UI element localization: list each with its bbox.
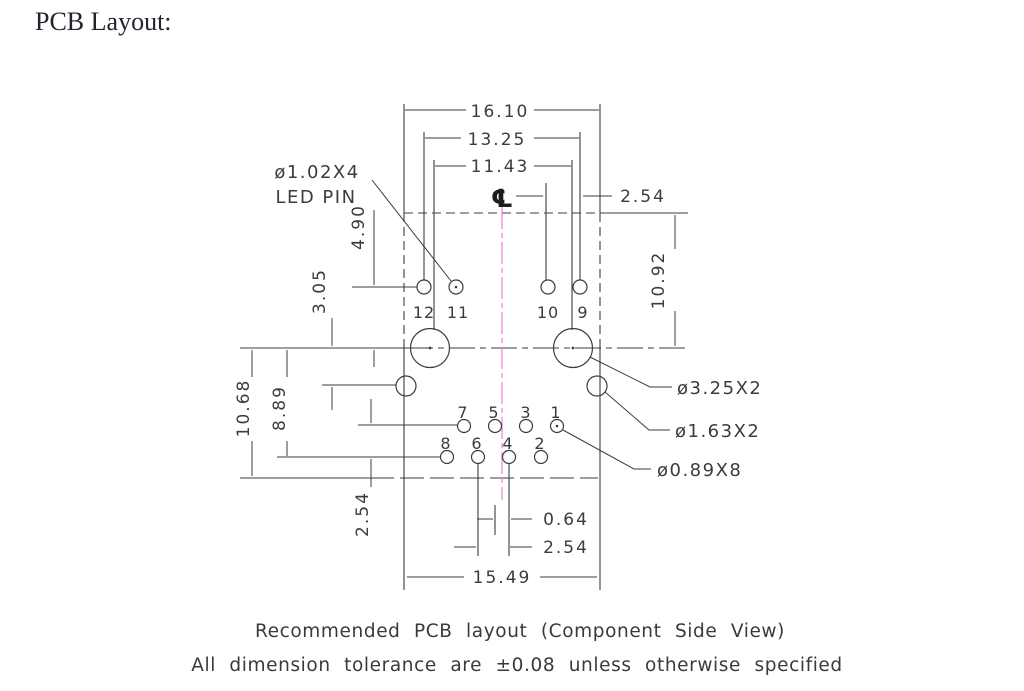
led-pin-leader [371,179,452,282]
pin-label-3: 3 [520,403,531,422]
dim-2-54-rows: 2.54 [353,491,373,537]
dim-11-43: 11.43 [471,157,530,177]
pin-label-2: 2 [534,434,545,453]
pin-5 [487,418,503,434]
dim-8-89: 8.89 [270,385,290,431]
dim-2-54-top: 2.54 [620,187,666,207]
pin-numbers: 12 11 10 9 7 5 3 1 8 6 4 2 [413,303,588,453]
pin-label-8: 8 [440,434,451,453]
pin-3 [518,418,534,434]
pin-9 [572,279,588,295]
signal-pin-leader [562,429,651,470]
dim-10-68: 10.68 [234,379,254,438]
pin-label-6: 6 [471,434,482,453]
pin-label-12: 12 [413,303,435,322]
led-dia-label: ø1.02X4 [274,162,359,183]
leader-lines [371,179,672,470]
page-title: PCB Layout: [35,7,172,36]
pin-11 [448,279,464,295]
pin-label-7: 7 [457,403,468,422]
small-hole-label: ø1.63X2 [675,421,760,442]
dim-4-90: 4.90 [349,204,369,250]
post-hole-left [395,375,417,397]
hole-center-dot [428,346,432,350]
dim-16-10: 16.10 [471,102,530,122]
mounting-hole-right [552,327,594,369]
pin-label-1: 1 [550,403,561,422]
dimension-texts: 16.10 13.25 11.43 2.54 0.64 2.54 15.49 4… [234,102,669,588]
dim-0-64: 0.64 [543,510,589,530]
mounting-hole-left [409,327,451,369]
extension-lines [240,104,688,590]
caption-line2: All dimension tolerance are ±0.08 unless… [191,655,843,676]
hole-center-dot [571,346,575,350]
pin-2 [533,449,549,465]
caption: Recommended PCB layout (Component Side V… [191,621,843,676]
callout-labels: ø1.02X4 LED PIN ℄ ø3.25X2 ø1.63X2 ø0.89X… [274,162,762,481]
caption-line1: Recommended PCB layout (Component Side V… [255,621,785,642]
pin-label-10: 10 [537,303,559,322]
pin-10 [540,279,556,295]
pin-1 [549,418,565,434]
pin-8 [439,449,455,465]
pin-label-9: 9 [577,303,588,322]
pin-12 [416,279,432,295]
pin-11-center [454,285,458,289]
holes-and-pins [395,279,608,465]
dim-10-92: 10.92 [649,251,669,310]
big-hole-label: ø3.25X2 [677,378,762,399]
dim-2-54-bottom: 2.54 [543,538,589,558]
pin-1-center [555,424,559,428]
centerline-symbol: ℄ [491,184,513,213]
led-pin-label: LED PIN [275,187,356,208]
pin-6 [470,449,486,465]
dimension-lines [251,109,676,578]
post-hole-right [586,375,608,397]
pin-4 [501,449,517,465]
pin-label-5: 5 [488,403,499,422]
dim-13-25: 13.25 [468,130,527,150]
pin-label-11: 11 [447,303,469,322]
small-hole-leader [604,391,670,431]
pin-label-4: 4 [502,434,513,453]
big-hole-leader [589,356,672,388]
dim-3-05: 3.05 [310,268,330,314]
pin-7 [456,418,472,434]
dim-15-49: 15.49 [473,568,532,588]
signal-pin-label: ø0.89X8 [657,460,742,481]
